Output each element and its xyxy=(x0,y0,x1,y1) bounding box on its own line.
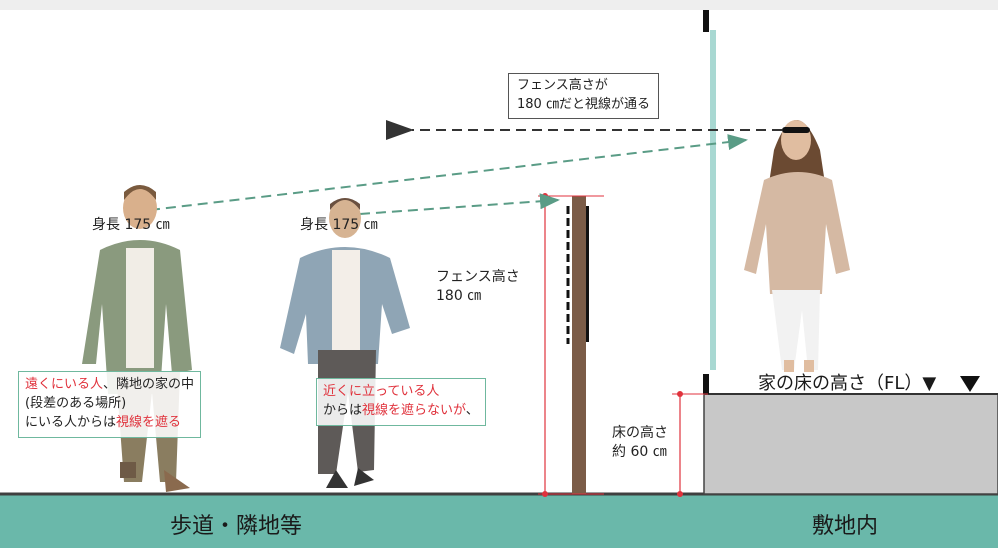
dim-dot xyxy=(542,491,548,497)
person-far-height-label: 身長 175 ㎝ xyxy=(92,217,170,233)
ground xyxy=(0,494,998,548)
floor-height-line2: 約 60 ㎝ xyxy=(612,443,667,460)
ground-left-label: 歩道・隣地等 xyxy=(170,514,303,539)
fence-panel-solid xyxy=(586,206,589,342)
house-floor-platform xyxy=(703,393,998,495)
sight-line-near xyxy=(359,193,560,215)
tall-fence-top-post xyxy=(703,10,709,32)
person-far-note-line3a: にいる人からは xyxy=(25,414,117,430)
tall-fence-panel xyxy=(710,30,716,370)
person-far-note-red2: 視線を遮る xyxy=(116,414,182,430)
fence-height-label: フェンス高さ 180 ㎝ xyxy=(436,268,520,306)
person-near-note-red1: 近くに立っている人 xyxy=(323,384,440,399)
person-near-note-red2: 視線を遮らないが xyxy=(362,402,466,418)
person-near-figure xyxy=(280,198,410,488)
ground-right-label: 敷地内 xyxy=(812,514,879,539)
floor-height-line1: 床の高さ xyxy=(612,425,668,441)
fence-height-line1: フェンス高さ xyxy=(436,269,520,285)
person-far-note: 遠くにいる人、隣地の家の中 (段差のある場所) にいる人からは視線を遮る xyxy=(18,371,202,438)
floor-height-label: 床の高さ 約 60 ㎝ xyxy=(612,424,668,462)
person-far-note-red1: 遠くにいる人 xyxy=(25,377,104,392)
person-far-note-line2: (段差のある場所) xyxy=(25,395,127,411)
dim-dot xyxy=(677,491,683,497)
person-near-note: 近くに立っている人 からは視線を遮らないが、 xyxy=(316,378,486,426)
fence-callout-line2: 180 ㎝だと視線が通る xyxy=(517,96,650,112)
fence-callout-box: フェンス高さが 180 ㎝だと視線が通る xyxy=(508,73,659,119)
dim-dot xyxy=(677,391,683,397)
fence-height-line2: 180 ㎝ xyxy=(436,287,482,304)
tall-fence-bottom-post xyxy=(703,374,709,394)
fence-callout-line1: フェンス高さが xyxy=(517,78,608,93)
person-near-height-label: 身長 175 ㎝ xyxy=(300,217,378,233)
person-near-note-line2b: 、 xyxy=(465,402,479,418)
floor-level-marker-icon xyxy=(960,376,980,392)
woman-figure xyxy=(744,120,850,372)
dim-dot xyxy=(542,193,548,199)
floor-level-label: 家の床の高さ（FL）▼ xyxy=(758,373,937,394)
person-far-note-a: 、隣地の家の中 xyxy=(103,377,195,392)
fence-post xyxy=(572,196,586,494)
person-near-note-line2a: からは xyxy=(323,402,363,418)
sight-line-far xyxy=(149,134,748,211)
top-strip xyxy=(0,0,998,10)
